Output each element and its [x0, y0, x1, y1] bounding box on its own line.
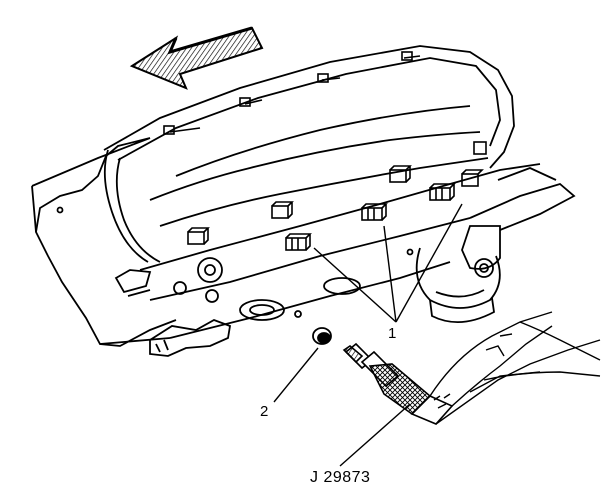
callout-1-label: 1	[388, 325, 397, 342]
direction-arrow-icon	[129, 26, 264, 90]
tool-j29873	[342, 342, 454, 425]
callout-2-label: 2	[260, 403, 269, 420]
engine-block	[31, 45, 576, 357]
tool-number-label: J 29873	[310, 469, 371, 486]
leader-lines	[273, 203, 463, 467]
fuel-injectors	[163, 51, 487, 251]
hand-illustration	[429, 311, 601, 425]
port-plug	[312, 327, 332, 345]
